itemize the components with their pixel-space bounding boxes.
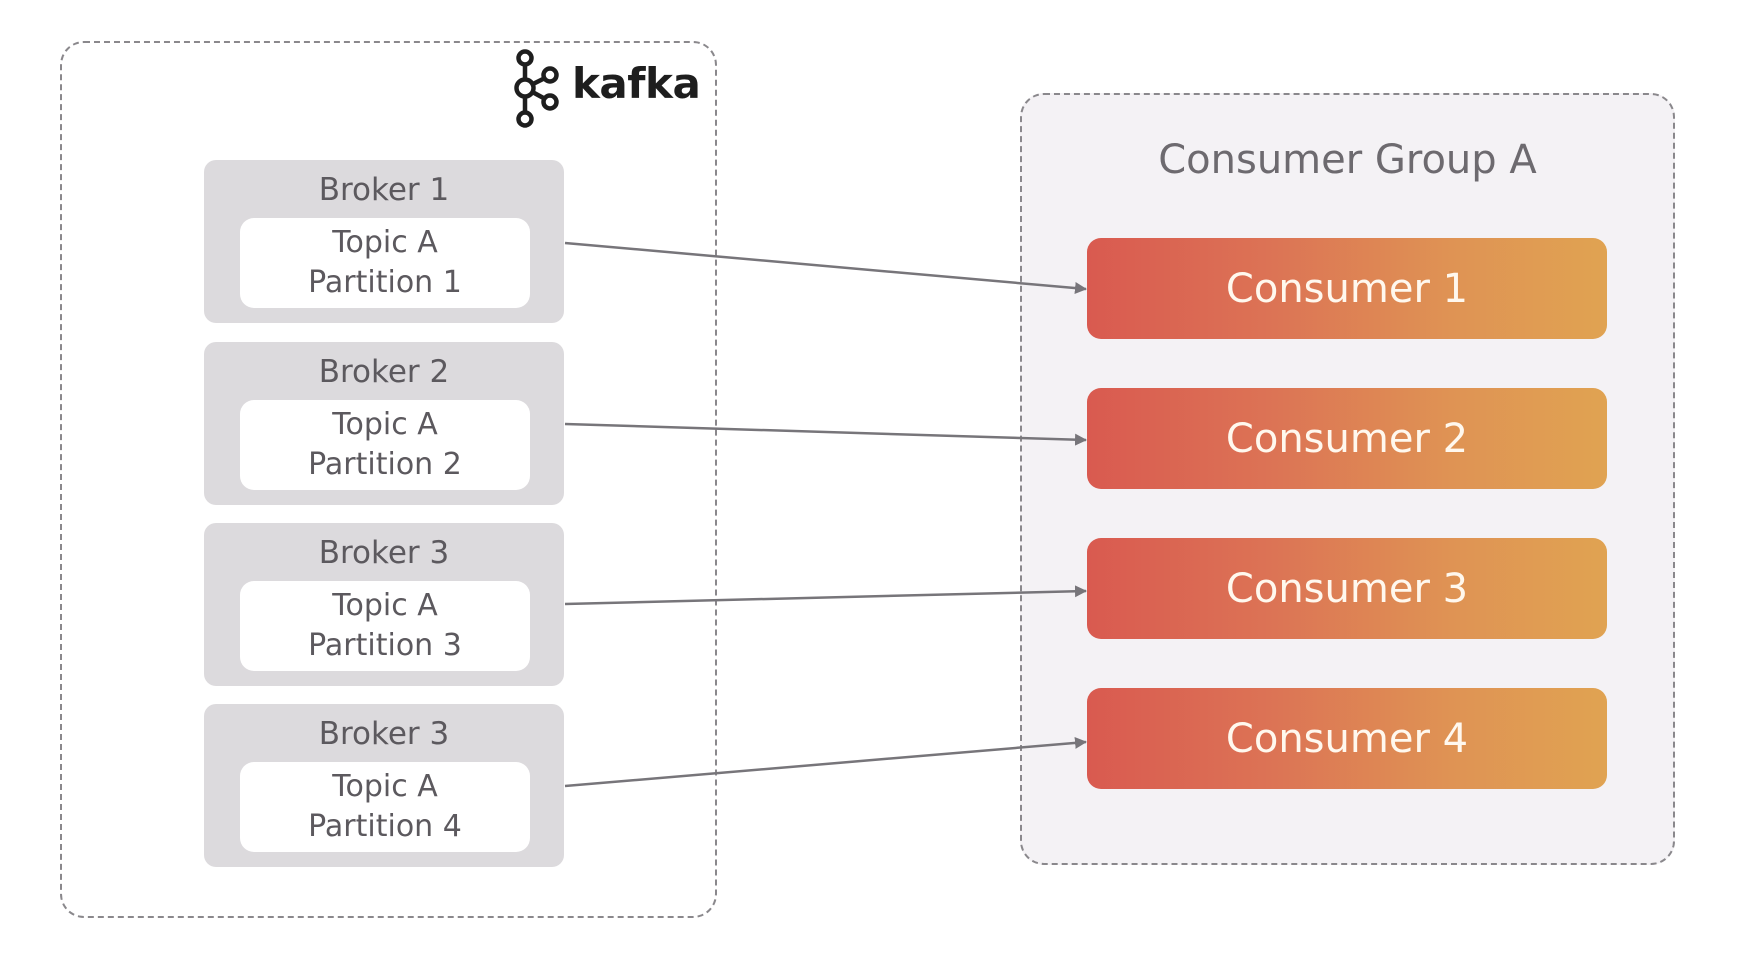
topic-label: Topic A xyxy=(332,225,438,260)
consumer-box: Consumer 2 xyxy=(1087,388,1607,489)
partition-label: Partition 3 xyxy=(308,628,462,663)
broker-box: Broker 3 Topic A Partition 4 xyxy=(204,704,564,867)
broker-title: Broker 1 xyxy=(318,172,450,208)
consumer-group-title: Consumer Group A xyxy=(1158,137,1537,183)
kafka-logo: kafka xyxy=(512,48,701,128)
consumer-label: Consumer 1 xyxy=(1225,265,1469,312)
consumer-label: Consumer 4 xyxy=(1225,715,1469,762)
partition-box: Topic A Partition 1 xyxy=(240,218,530,308)
consumer-label: Consumer 2 xyxy=(1225,415,1469,462)
broker-title: Broker 2 xyxy=(318,354,450,390)
partition-label: Partition 4 xyxy=(308,809,462,844)
kafka-wordmark: kafka xyxy=(572,59,701,108)
partition-box: Topic A Partition 2 xyxy=(240,400,530,490)
broker-box: Broker 1 Topic A Partition 1 xyxy=(204,160,564,323)
topic-label: Topic A xyxy=(332,769,438,804)
broker-title: Broker 3 xyxy=(318,535,450,571)
broker-title: Broker 3 xyxy=(318,716,450,752)
consumer-box: Consumer 4 xyxy=(1087,688,1607,789)
broker-box: Broker 3 Topic A Partition 3 xyxy=(204,523,564,686)
kafka-logo-icon xyxy=(514,49,559,128)
consumer-box: Consumer 1 xyxy=(1087,238,1607,339)
partition-label: Partition 1 xyxy=(308,265,462,300)
broker-box: Broker 2 Topic A Partition 2 xyxy=(204,342,564,505)
partition-box: Topic A Partition 4 xyxy=(240,762,530,852)
topic-label: Topic A xyxy=(332,588,438,623)
partition-label: Partition 2 xyxy=(308,447,462,482)
consumer-box: Consumer 3 xyxy=(1087,538,1607,639)
topic-label: Topic A xyxy=(332,407,438,442)
consumer-label: Consumer 3 xyxy=(1225,565,1469,612)
partition-box: Topic A Partition 3 xyxy=(240,581,530,671)
